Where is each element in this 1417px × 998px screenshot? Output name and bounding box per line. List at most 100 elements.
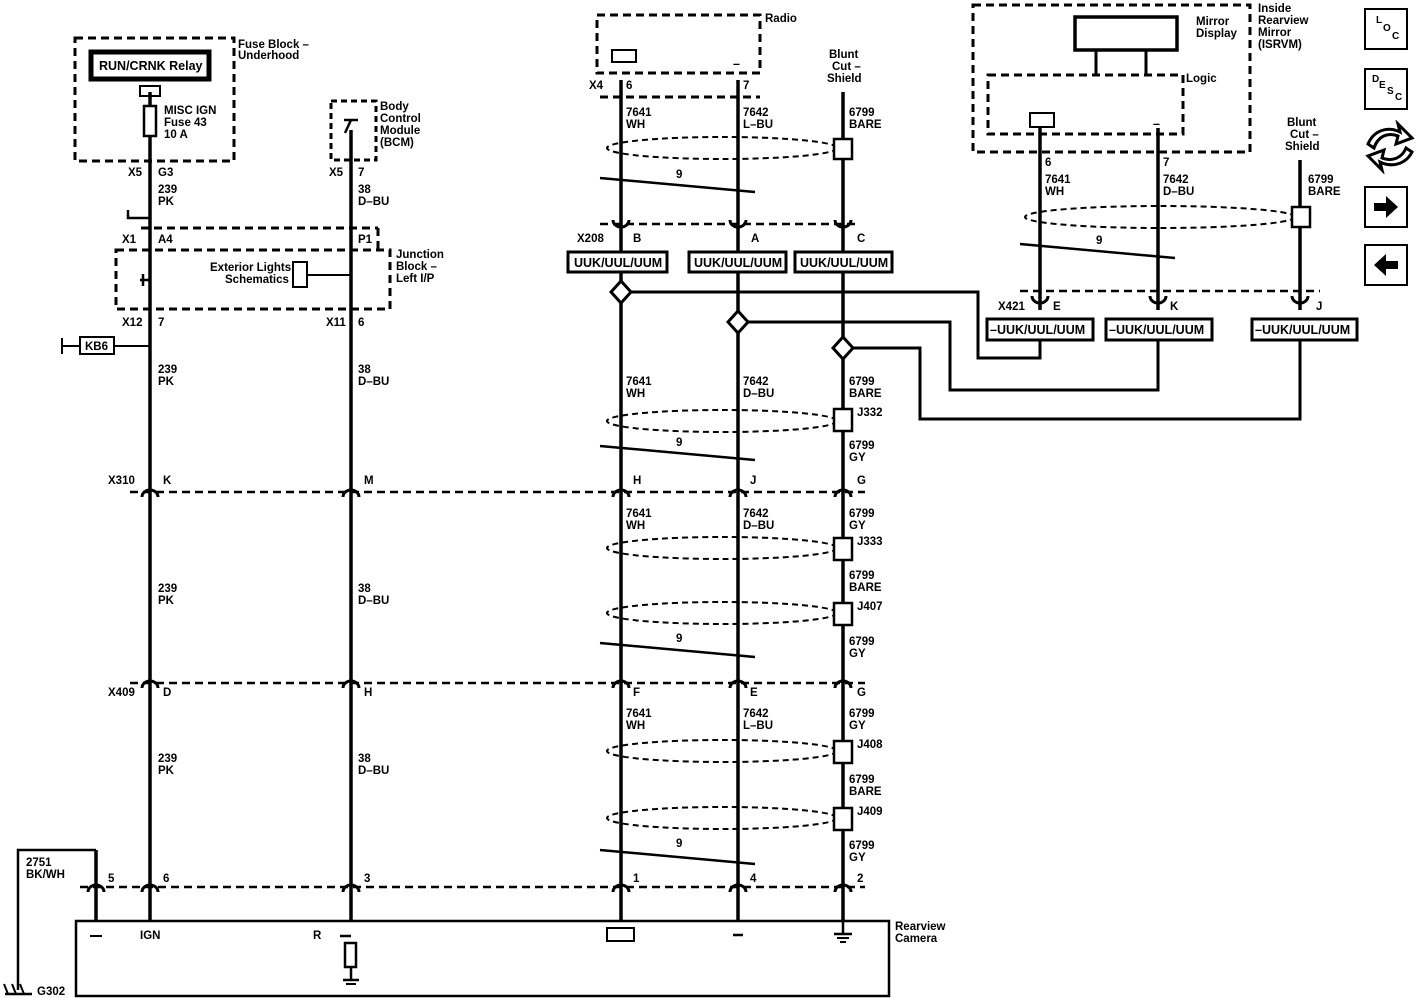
pin-cam-1: 1 (633, 873, 640, 885)
wire-239-num-1: 239 (158, 184, 177, 196)
connector-views-icon[interactable] (1364, 119, 1416, 175)
wire-6799-num-5: 6799 (849, 570, 875, 582)
isrvm-minus: – (1153, 117, 1160, 131)
wire-7642-num-2: 7642 (743, 376, 769, 388)
pin-radio-7: 7 (743, 80, 749, 92)
pin-x421-k: K (1170, 301, 1179, 313)
bcm-label-4: (BCM) (380, 137, 414, 149)
loc-button[interactable]: L O C (1364, 8, 1408, 50)
wire-2751-col: BK/WH (26, 869, 65, 881)
back-arrow-icon (1374, 254, 1398, 276)
x409-label: X409 (108, 687, 135, 699)
option-x421-e: –UUK/UUL/UUM (990, 323, 1085, 337)
pin-x12-7: 7 (158, 317, 164, 329)
wire-7642-col-3: D–BU (743, 520, 774, 532)
wire-6799-num-7: 6799 (849, 708, 875, 720)
wire-7642-num-3: 7642 (743, 508, 769, 520)
twist-isrvm: 9 (1096, 235, 1102, 247)
exterior-lights-bracket (292, 261, 308, 288)
mirror-display-label-1: Mirror (1196, 16, 1230, 28)
relay-label: RUN/CRNK Relay (99, 59, 203, 73)
wire-239-col-4: PK (158, 765, 175, 777)
fuse-label-2: Fuse 43 (164, 117, 207, 129)
wire-7642-col-2: D–BU (743, 388, 774, 400)
forward-button[interactable] (1364, 186, 1408, 228)
x1-label: X1 (122, 234, 137, 246)
wire-7642-col-4: L–BU (743, 720, 773, 732)
wire-7641-num-3: 7641 (626, 508, 652, 520)
r-label: R (313, 930, 322, 942)
wire-6799-col-9: GY (849, 852, 866, 864)
isrvm-label-3: Mirror (1258, 27, 1292, 39)
wire-6799-num-1: 6799 (849, 107, 875, 119)
pin-x310-g: G (857, 475, 866, 487)
bcm-label-3: Module (380, 125, 420, 137)
junction-block-1: Junction (396, 249, 444, 261)
fuse-label-1: MISC IGN (164, 105, 216, 117)
pin-cam-3: 3 (364, 873, 370, 885)
pin-cam-2: 2 (857, 873, 863, 885)
x421-label: X421 (998, 301, 1025, 313)
isrvm-label-1: Inside (1258, 3, 1291, 15)
option-box-x208-c (793, 250, 894, 274)
wire-6799-col-8: BARE (849, 786, 882, 798)
wire-7641-col-4: WH (626, 720, 645, 732)
pin-cam-4: 4 (750, 873, 757, 885)
twist-3: 9 (676, 633, 682, 645)
pin-cam-5: 5 (108, 873, 115, 885)
isrvm-outline (971, 3, 1252, 154)
exterior-lights-2: Schematics (225, 274, 289, 286)
desc-button[interactable]: D E S C (1364, 68, 1408, 110)
pin-isrvm-7: 7 (1163, 157, 1169, 169)
loc-letter-l: L (1376, 15, 1383, 26)
connector-views-icon-graphic (1365, 119, 1415, 175)
pin-p1: P1 (358, 234, 373, 246)
x5-label-bcm: X5 (329, 167, 344, 179)
wire-239-num-4: 239 (158, 753, 177, 765)
splice-j332: J332 (857, 407, 883, 419)
wire-239-num-2: 239 (158, 364, 177, 376)
bcm-outline (329, 99, 378, 162)
x310-label: X310 (108, 475, 135, 487)
wire-6799-col-2: BARE (849, 388, 882, 400)
wire-7641-num-isrvm: 7641 (1045, 174, 1071, 186)
wire-239-col-3: PK (158, 595, 175, 607)
option-x421-j: –UUK/UUL/UUM (1255, 323, 1350, 337)
wire-6799-col-3: GY (849, 452, 866, 464)
pin-x5-7: 7 (358, 167, 364, 179)
wire-7641-col-2: WH (626, 388, 645, 400)
relay-box (88, 49, 212, 82)
option-box-x421-e (985, 317, 1095, 342)
pin-x421-e: E (1053, 301, 1061, 313)
desc-letter-d: D (1372, 74, 1380, 85)
blunt-cut-2-b: Cut – (1290, 129, 1319, 141)
twist-2: 9 (676, 437, 682, 449)
pin-x208-c: C (857, 233, 865, 245)
wire-38-col-1: D–BU (358, 196, 389, 208)
option-box-x421-k (1104, 317, 1214, 342)
option-x208-c: UUK/UUL/UUM (800, 256, 888, 270)
splice-j333: J333 (857, 536, 883, 548)
wire-6799-num-isrvm: 6799 (1308, 174, 1334, 186)
wire-7642-col-1: L–BU (743, 119, 773, 131)
pin-cam-6: 6 (163, 873, 169, 885)
radio-minus: – (733, 57, 740, 71)
pin-x208-b: B (633, 233, 641, 245)
wire-38-num-2: 38 (358, 364, 371, 376)
back-button[interactable] (1364, 244, 1408, 286)
wire-7642-num-1: 7642 (743, 107, 769, 119)
logic-outline (986, 73, 1185, 136)
wire-7641-num-1: 7641 (626, 107, 652, 119)
pin-x409-g: G (857, 687, 866, 699)
splice-j409: J409 (857, 806, 883, 818)
rearview-camera-box (74, 919, 891, 998)
fuse-block-label-1: Fuse Block – (238, 39, 310, 51)
wire-38-col-2: D–BU (358, 376, 389, 388)
option-x421-k: –UUK/UUL/UUM (1109, 323, 1204, 337)
splice-j408: J408 (857, 739, 883, 751)
wire-7642-num-4: 7642 (743, 708, 769, 720)
junction-block-outline (114, 248, 392, 311)
isrvm-label-4: (ISRVM) (1258, 39, 1302, 51)
wire-38-col-4: D–BU (358, 765, 389, 777)
